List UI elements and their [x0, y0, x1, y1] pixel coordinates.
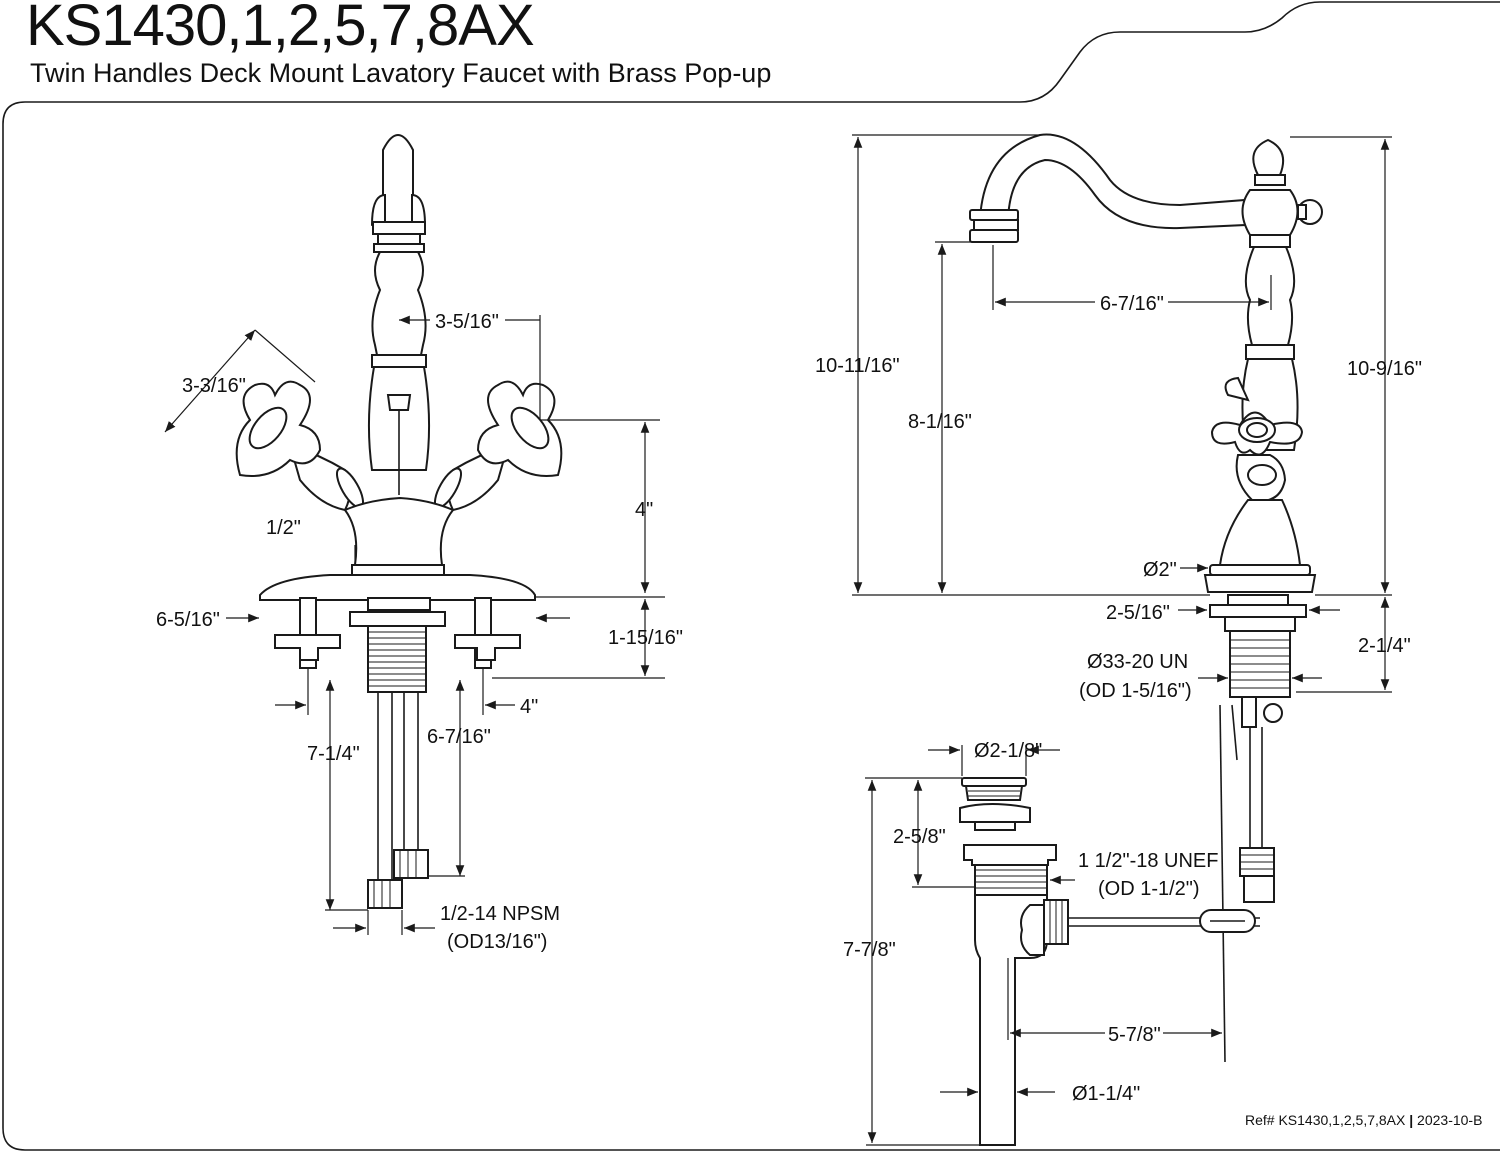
front-supply-nut-2 [367, 879, 403, 909]
popup-dimensions: Ø2-1/8" 2-5/8" 1 1/2"-18 UNEF (OD 1-1/2"… [843, 740, 1222, 1146]
dim-shank-diameter: 2-5/16" [1106, 602, 1170, 624]
reference-footer: Ref# KS1430,1,2,5,7,8AX | 2023-10-B [1245, 1112, 1482, 1128]
dim-base-diameter: Ø2" [1143, 559, 1177, 581]
dim-deck-thickness: 1-15/16" [608, 627, 683, 649]
dim-total-height: 10-11/16" [815, 355, 900, 377]
side-view [969, 133, 1323, 1063]
front-dimensions: 3-5/16" 3-3/16" 4" 1/2" 6-5/16" 1-15/16"… [156, 311, 683, 953]
side-dimensions: 10-11/16" 8-1/16" 6-7/16" 10-9/16" Ø2" 2… [815, 134, 1422, 702]
dim-flange-diameter: Ø2-1/8" [974, 740, 1042, 762]
front-shank-thread [368, 631, 426, 687]
dim-handle-height: 4" [635, 499, 653, 521]
side-spout [978, 133, 1246, 230]
dim-shank-length-side: 2-1/4" [1358, 635, 1411, 657]
front-body [371, 251, 427, 356]
dim-spout-offset: 3-5/16" [435, 311, 499, 333]
ref-model: KS1430,1,2,5,7,8AX [1278, 1112, 1406, 1128]
dim-center-spread: 4" [520, 696, 538, 718]
dim-supply-length: 6-7/16" [427, 726, 491, 748]
connection-od-label: (OD13/16") [447, 931, 547, 953]
model-title: KS1430,1,2,5,7,8AX [26, 0, 535, 58]
ref-label: Ref# [1245, 1112, 1275, 1128]
front-left-handle [235, 380, 364, 512]
popup-body [974, 894, 1048, 1146]
front-supply-nut-1 [393, 849, 429, 879]
dim-handle-length: 3-3/16" [182, 375, 246, 397]
dim-rod-reach: 5-7/8" [1108, 1024, 1161, 1046]
dim-spout-gap: 1/2" [266, 517, 301, 539]
dim-base-width: 6-5/16" [156, 609, 220, 631]
front-spout [382, 134, 414, 233]
body-thread-label: 1 1/2"-18 UNEF [1078, 850, 1219, 872]
dim-shank-length: 7-1/4" [307, 743, 360, 765]
dim-tailpiece-diameter: Ø1-1/4" [1072, 1083, 1140, 1105]
front-right-handle [434, 380, 563, 512]
side-handle [1210, 376, 1304, 502]
ref-separator: | [1409, 1112, 1414, 1128]
dim-flange-height: 2-5/8" [893, 826, 946, 848]
product-description: Twin Handles Deck Mount Lavatory Faucet … [30, 58, 772, 88]
front-view [235, 134, 563, 909]
front-base-plate [259, 574, 536, 601]
dim-handle-height-side: 10-9/16" [1347, 358, 1422, 380]
connection-thread-label: 1/2-14 NPSM [440, 903, 560, 925]
dim-spout-reach: 6-7/16" [1100, 293, 1164, 315]
ref-revision: 2023-10-B [1417, 1112, 1483, 1128]
body-od-label: (OD 1-1/2") [1098, 878, 1200, 900]
dim-total-length: 7-7/8" [843, 939, 896, 961]
shank-od-label: (OD 1-5/16") [1079, 680, 1192, 702]
dim-spout-height: 8-1/16" [908, 411, 972, 433]
popup-drain [959, 777, 1260, 1146]
shank-thread-label: Ø33-20 UN [1087, 651, 1188, 673]
